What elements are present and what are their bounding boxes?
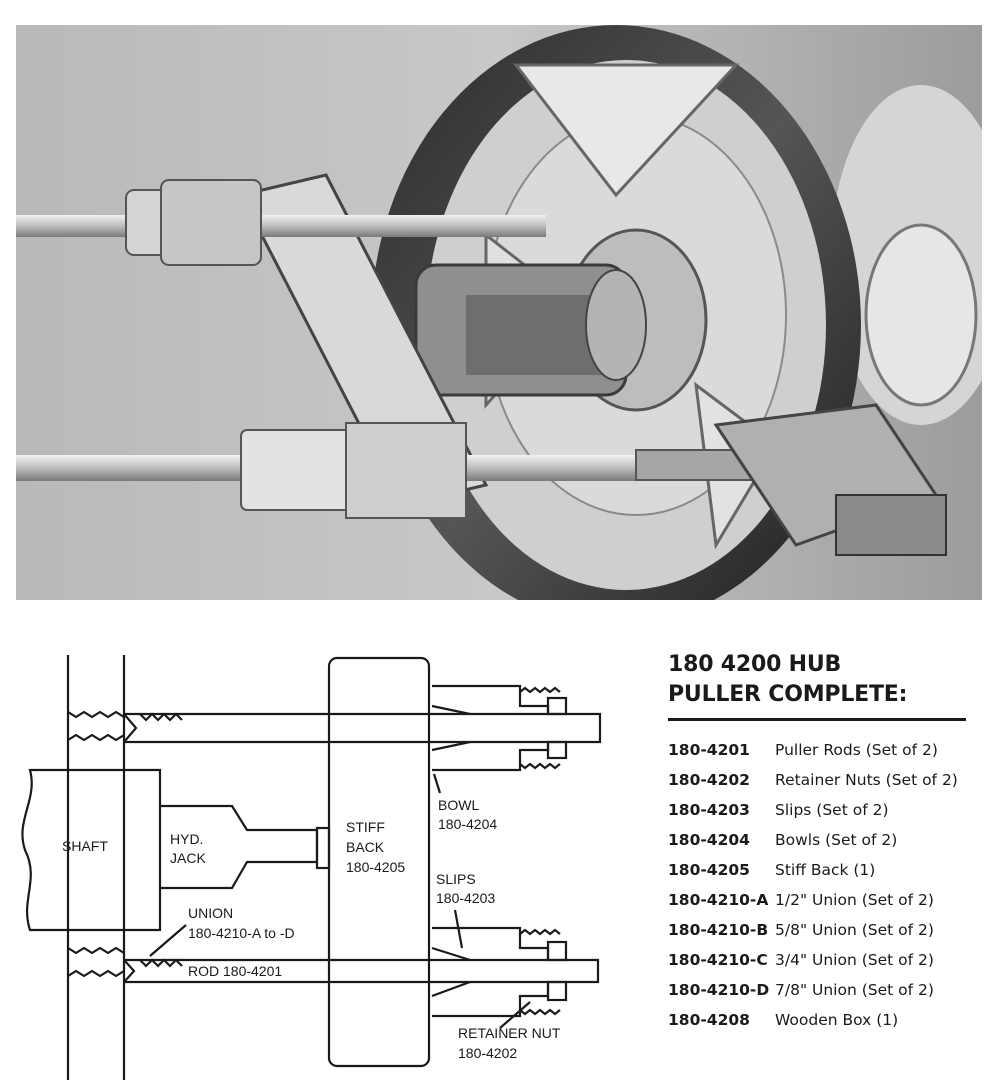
parts-list: 180 4200 HUB PULLER COMPLETE: 180-4201 P… <box>668 650 968 1035</box>
part-number: 180-4210-A <box>668 891 769 909</box>
part-number: 180-4201 <box>668 741 750 759</box>
part-description: Bowls (Set of 2) <box>775 831 898 849</box>
diagram-shaft <box>21 768 162 932</box>
label-union: UNION <box>188 905 233 921</box>
title-divider <box>668 718 966 721</box>
label-slips-no: 180-4203 <box>436 890 495 906</box>
part-number: 180-4202 <box>668 771 750 789</box>
part-description: Puller Rods (Set of 2) <box>775 741 938 759</box>
part-number: 180-4204 <box>668 831 750 849</box>
part-description: 5/8" Union (Set of 2) <box>775 921 934 939</box>
parts-row: 180-4202 Retainer Nuts (Set of 2) <box>668 765 968 795</box>
label-stiff-no: 180-4205 <box>346 859 405 875</box>
hub-puller-photo <box>16 25 982 600</box>
diagram-lower-rod <box>124 958 600 984</box>
parts-title-line2: PULLER COMPLETE: <box>668 682 908 707</box>
part-description: 7/8" Union (Set of 2) <box>775 981 934 999</box>
label-slips: SLIPS <box>436 871 476 887</box>
parts-row: 180-4201 Puller Rods (Set of 2) <box>668 735 968 765</box>
part-number: 180-4203 <box>668 801 750 819</box>
parts-row: 180-4203 Slips (Set of 2) <box>668 795 968 825</box>
parts-row: 180-4210-D 7/8" Union (Set of 2) <box>668 975 968 1005</box>
part-number: 180-4208 <box>668 1011 750 1029</box>
parts-row: 180-4205 Stiff Back (1) <box>668 855 968 885</box>
label-rod: ROD 180-4201 <box>188 963 282 979</box>
label-jack: JACK <box>170 850 206 866</box>
part-description: Stiff Back (1) <box>775 861 876 879</box>
label-bowl: BOWL <box>438 797 479 813</box>
label-union-no: 180-4210-A to -D <box>188 925 295 941</box>
part-number: 180-4210-D <box>668 981 770 999</box>
upper-rod <box>16 215 546 237</box>
part-description: 1/2" Union (Set of 2) <box>775 891 934 909</box>
parts-row: 180-4208 Wooden Box (1) <box>668 1005 968 1035</box>
parts-row: 180-4204 Bowls (Set of 2) <box>668 825 968 855</box>
parts-rows: 180-4201 Puller Rods (Set of 2) 180-4202… <box>668 735 968 1035</box>
part-number: 180-4205 <box>668 861 750 879</box>
diagram-upper-rod <box>124 712 602 744</box>
part-description: Wooden Box (1) <box>775 1011 899 1029</box>
diagram-stiff-back <box>327 656 431 1068</box>
label-stiff: STIFF <box>346 819 385 835</box>
part-description: 3/4" Union (Set of 2) <box>775 951 934 969</box>
part-number: 180-4210-C <box>668 951 768 969</box>
part-description: Retainer Nuts (Set of 2) <box>775 771 958 789</box>
label-retainer-no: 180-4202 <box>458 1045 517 1061</box>
label-hyd: HYD. <box>170 831 203 847</box>
label-back: BACK <box>346 839 385 855</box>
part-number: 180-4210-B <box>668 921 769 939</box>
parts-row: 180-4210-A 1/2" Union (Set of 2) <box>668 885 968 915</box>
hub-puller-diagram: SHAFT HYD. JACK STIFF BACK 180-4205 BOWL… <box>21 655 602 1080</box>
diagram-hyd-jack <box>160 804 319 890</box>
label-bowl-no: 180-4204 <box>438 816 497 832</box>
label-retainer: RETAINER NUT <box>458 1025 561 1041</box>
part-description: Slips (Set of 2) <box>775 801 889 819</box>
parts-title-line1: 180 4200 HUB <box>668 652 842 677</box>
label-shaft: SHAFT <box>62 838 108 854</box>
parts-row: 180-4210-B 5/8" Union (Set of 2) <box>668 915 968 945</box>
parts-row: 180-4210-C 3/4" Union (Set of 2) <box>668 945 968 975</box>
